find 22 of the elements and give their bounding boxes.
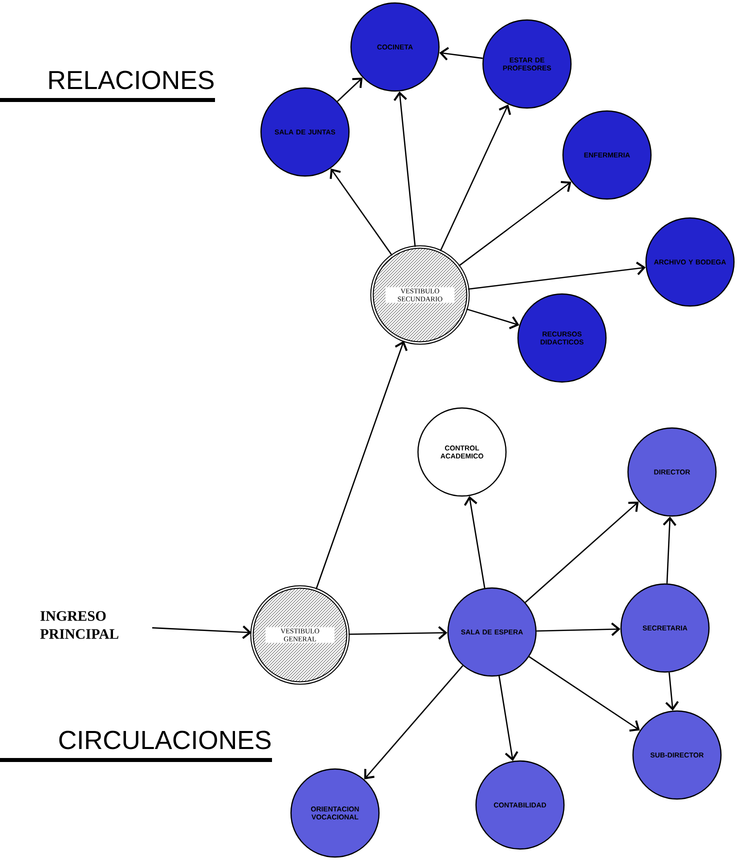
entrance-label: INGRESO PRINCIPAL [40,611,118,639]
arrow [394,91,416,247]
arrow [498,676,518,761]
section-heading: RELACIONES [49,70,214,90]
arrow [466,308,520,330]
arrow [536,622,620,636]
arrow [330,168,393,256]
arrow [458,181,572,266]
arrow [524,502,639,603]
arrow [348,626,448,640]
arrow [364,665,464,780]
arrow [468,262,646,290]
arrow [440,104,512,252]
arrow [662,516,676,584]
arrow [528,656,640,732]
section-heading: CIRCULACIONES [59,730,271,750]
arrow [665,672,679,711]
arrow [439,47,483,60]
arrow [464,496,486,588]
arrow [152,626,252,639]
arrow [316,340,408,590]
arrow [336,78,363,102]
